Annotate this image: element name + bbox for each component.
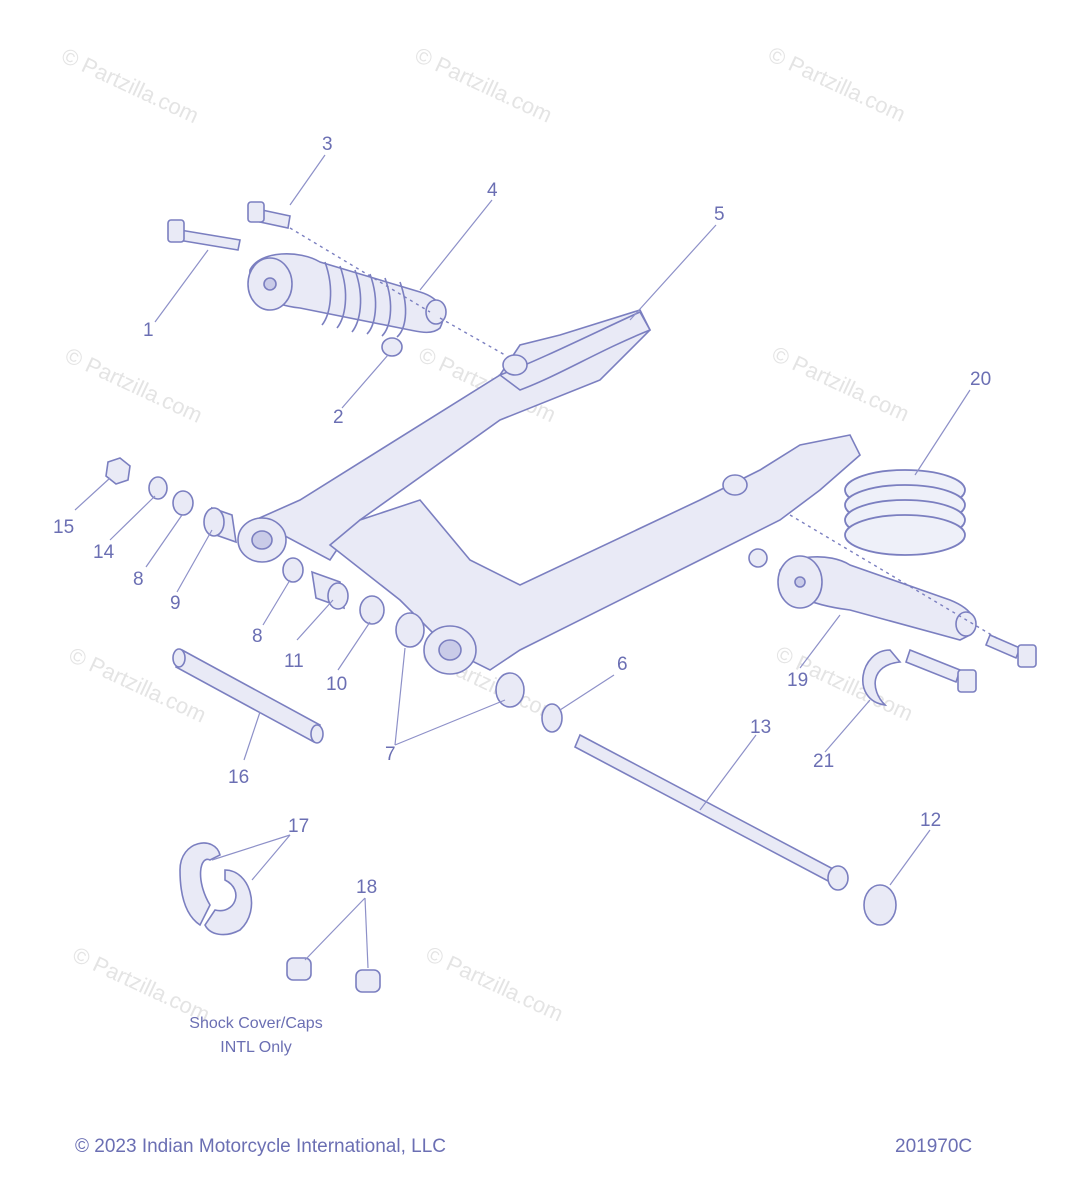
bolt-1 bbox=[167, 219, 241, 251]
callout-13: 13 bbox=[750, 717, 771, 738]
watermark: © Partzilla.com bbox=[61, 343, 206, 428]
callout-2: 2 bbox=[333, 407, 344, 428]
spacer-10 bbox=[359, 595, 385, 625]
note-line-2: INTL Only bbox=[220, 1039, 292, 1056]
spacer-11 bbox=[311, 570, 349, 610]
callout-6: 6 bbox=[617, 654, 628, 675]
copyright-text: © 2023 Indian Motorcycle International, … bbox=[75, 1136, 446, 1157]
swingarm bbox=[237, 309, 861, 675]
watermark: © Partzilla.com bbox=[765, 41, 910, 126]
nut-15 bbox=[105, 457, 131, 485]
bolt-3 bbox=[247, 201, 291, 229]
spring-20 bbox=[844, 469, 966, 556]
washer-14 bbox=[148, 476, 168, 500]
cap-12 bbox=[863, 884, 897, 926]
bearing-7-upper bbox=[395, 612, 425, 648]
bushing-9 bbox=[203, 506, 237, 544]
callout-12: 12 bbox=[920, 810, 941, 831]
shock-19 bbox=[777, 555, 977, 641]
diagram-code: 201970C bbox=[895, 1136, 973, 1157]
callout-11: 11 bbox=[284, 651, 304, 672]
callout-5: 5 bbox=[714, 204, 725, 225]
assembly-lines bbox=[289, 227, 1001, 641]
bolt-upper bbox=[984, 633, 1037, 668]
callout-7: 7 bbox=[385, 744, 396, 765]
watermark: © Partzilla.com bbox=[58, 43, 203, 128]
callout-8: 8 bbox=[252, 626, 263, 647]
callout-21: 21 bbox=[813, 751, 834, 772]
washer-right bbox=[748, 548, 768, 568]
watermark: © Partzilla.com bbox=[422, 941, 567, 1026]
axle-13 bbox=[573, 733, 849, 891]
leader-lines bbox=[74, 154, 971, 969]
cap-18a bbox=[286, 957, 312, 981]
bearing-7-lower bbox=[495, 672, 525, 708]
callout-15: 15 bbox=[53, 517, 74, 538]
watermark: © Partzilla.com bbox=[768, 341, 913, 426]
seal-8-lower bbox=[282, 557, 304, 583]
callout-19: 19 bbox=[787, 670, 808, 691]
note-line-1: Shock Cover/Caps bbox=[189, 1015, 323, 1032]
watermark: © Partzilla.com bbox=[411, 42, 556, 127]
callout-10: 10 bbox=[326, 674, 347, 695]
clip-6 bbox=[541, 703, 563, 733]
cap-18b bbox=[355, 969, 381, 993]
callout-8: 8 bbox=[133, 569, 144, 590]
seal-8-upper bbox=[172, 490, 194, 516]
callout-18: 18 bbox=[356, 877, 377, 898]
clip-21 bbox=[862, 649, 902, 707]
callout-4: 4 bbox=[487, 180, 498, 201]
callout-16: 16 bbox=[228, 767, 249, 788]
shock-cover-17 bbox=[179, 842, 253, 936]
bolt-lower bbox=[905, 648, 977, 693]
callout-14: 14 bbox=[93, 542, 115, 563]
rear-shock bbox=[247, 253, 447, 338]
callout-3: 3 bbox=[322, 134, 333, 155]
callout-1: 1 bbox=[143, 320, 154, 341]
callout-20: 20 bbox=[970, 369, 991, 390]
shaft-16 bbox=[172, 648, 324, 744]
washer-2 bbox=[381, 337, 403, 357]
callout-9: 9 bbox=[170, 593, 181, 614]
callouts: 1 2 3 4 5 6 7 8 8 9 10 11 12 13 14 15 16… bbox=[53, 134, 991, 898]
note-shock-cover: Shock Cover/Caps INTL Only bbox=[156, 1015, 356, 1057]
callout-17: 17 bbox=[288, 816, 309, 837]
